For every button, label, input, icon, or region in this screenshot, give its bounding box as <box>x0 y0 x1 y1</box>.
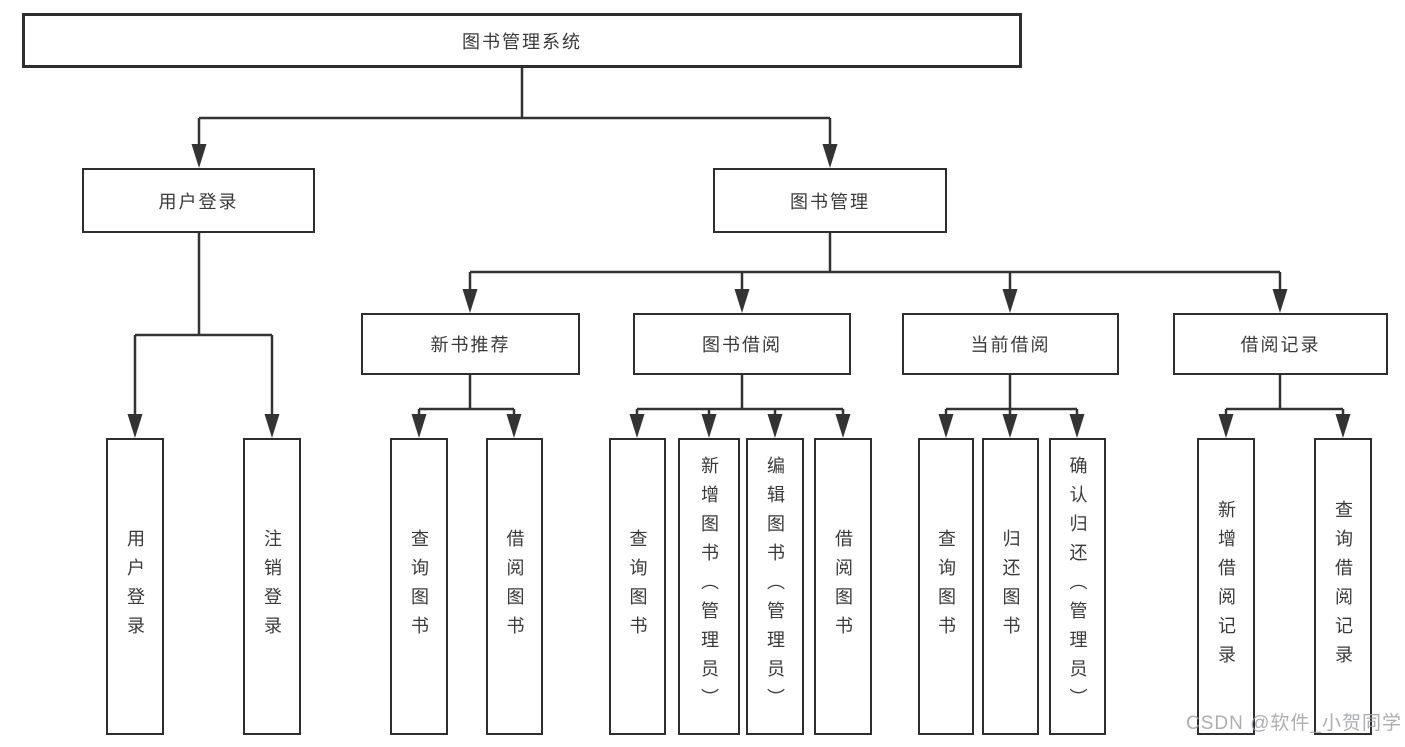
leaf-query-borrow-record: 查询借阅记录 <box>1314 438 1372 735</box>
leaf-label: 确认归还（管理员） <box>1067 456 1088 717</box>
node-label: 用户登录 <box>158 191 239 212</box>
node-label: 新书推荐 <box>430 335 511 355</box>
leaf-label: 查询借阅记录 <box>1333 499 1353 674</box>
leaf-label: 归还图书 <box>1000 528 1021 645</box>
node-user-login: 用户登录 <box>82 168 315 233</box>
leaf-label: 查询图书 <box>936 528 956 645</box>
node-label: 当前借阅 <box>970 335 1051 355</box>
leaf-return-books: 归还图书 <box>982 438 1039 735</box>
leaf-label: 借阅图书 <box>504 528 525 645</box>
leaf-edit-book-admin: 编辑图书（管理员） <box>746 438 804 735</box>
leaf-label: 新增借阅记录 <box>1216 499 1236 674</box>
leaf-add-borrow-record: 新增借阅记录 <box>1197 438 1255 735</box>
node-label: 图书管理系统 <box>462 31 582 52</box>
leaf-label: 用户登录 <box>125 528 145 645</box>
leaf-query-books-recommend: 查询图书 <box>390 438 448 735</box>
node-borrowing-records: 借阅记录 <box>1173 313 1388 375</box>
leaf-logout: 注销登录 <box>243 438 301 735</box>
leaf-label: 新增图书（管理员） <box>699 456 719 717</box>
leaf-label: 查询图书 <box>627 528 648 645</box>
leaf-borrow-books-recommend: 借阅图书 <box>486 438 543 735</box>
leaf-borrow-books-borrowing: 借阅图书 <box>814 438 872 735</box>
leaf-add-book-admin: 新增图书（管理员） <box>678 438 740 735</box>
leaf-user-login: 用户登录 <box>106 438 164 735</box>
node-book-management: 图书管理 <box>713 168 947 233</box>
node-label: 图书管理 <box>790 191 870 212</box>
leaf-label: 编辑图书（管理员） <box>765 456 785 717</box>
leaf-query-books-borrowing: 查询图书 <box>609 438 666 735</box>
leaf-query-books-current: 查询图书 <box>918 438 974 735</box>
node-book-borrowing: 图书借阅 <box>633 313 851 375</box>
node-new-book-recommendation: 新书推荐 <box>361 313 580 375</box>
leaf-label: 注销登录 <box>262 528 282 645</box>
node-library-management-system: 图书管理系统 <box>22 13 1022 68</box>
leaf-label: 查询图书 <box>409 528 429 645</box>
watermark-text: CSDN @软件_小贺同学 <box>1186 713 1402 734</box>
node-current-borrowing: 当前借阅 <box>902 313 1119 375</box>
leaf-confirm-return-admin: 确认归还（管理员） <box>1049 438 1106 735</box>
leaf-label: 借阅图书 <box>833 528 853 645</box>
node-label: 图书借阅 <box>702 335 782 355</box>
node-label: 借阅记录 <box>1240 335 1321 355</box>
